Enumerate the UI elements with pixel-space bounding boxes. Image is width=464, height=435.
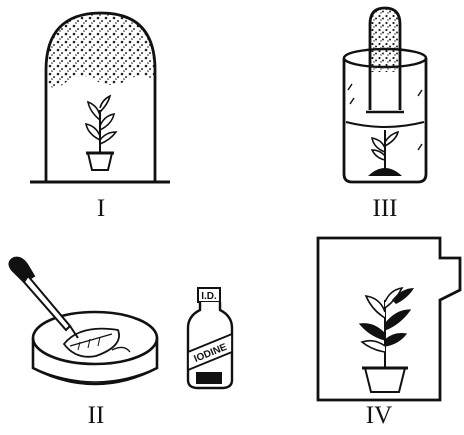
label-iii: III (355, 196, 415, 221)
label-ii: II (66, 403, 126, 428)
svg-text:I.D.: I.D. (201, 291, 217, 302)
panel-i-plant (86, 96, 116, 170)
panel-iv-plant (360, 288, 414, 392)
panel-ii-petri-dish (33, 312, 157, 384)
label-iv: IV (349, 403, 409, 428)
panel-iii-plant (368, 130, 402, 176)
panel-ii-iodine-bottle: I.D. IODINE (188, 288, 232, 388)
panel-iii-test-tube (366, 8, 404, 112)
label-i: I (71, 196, 131, 221)
